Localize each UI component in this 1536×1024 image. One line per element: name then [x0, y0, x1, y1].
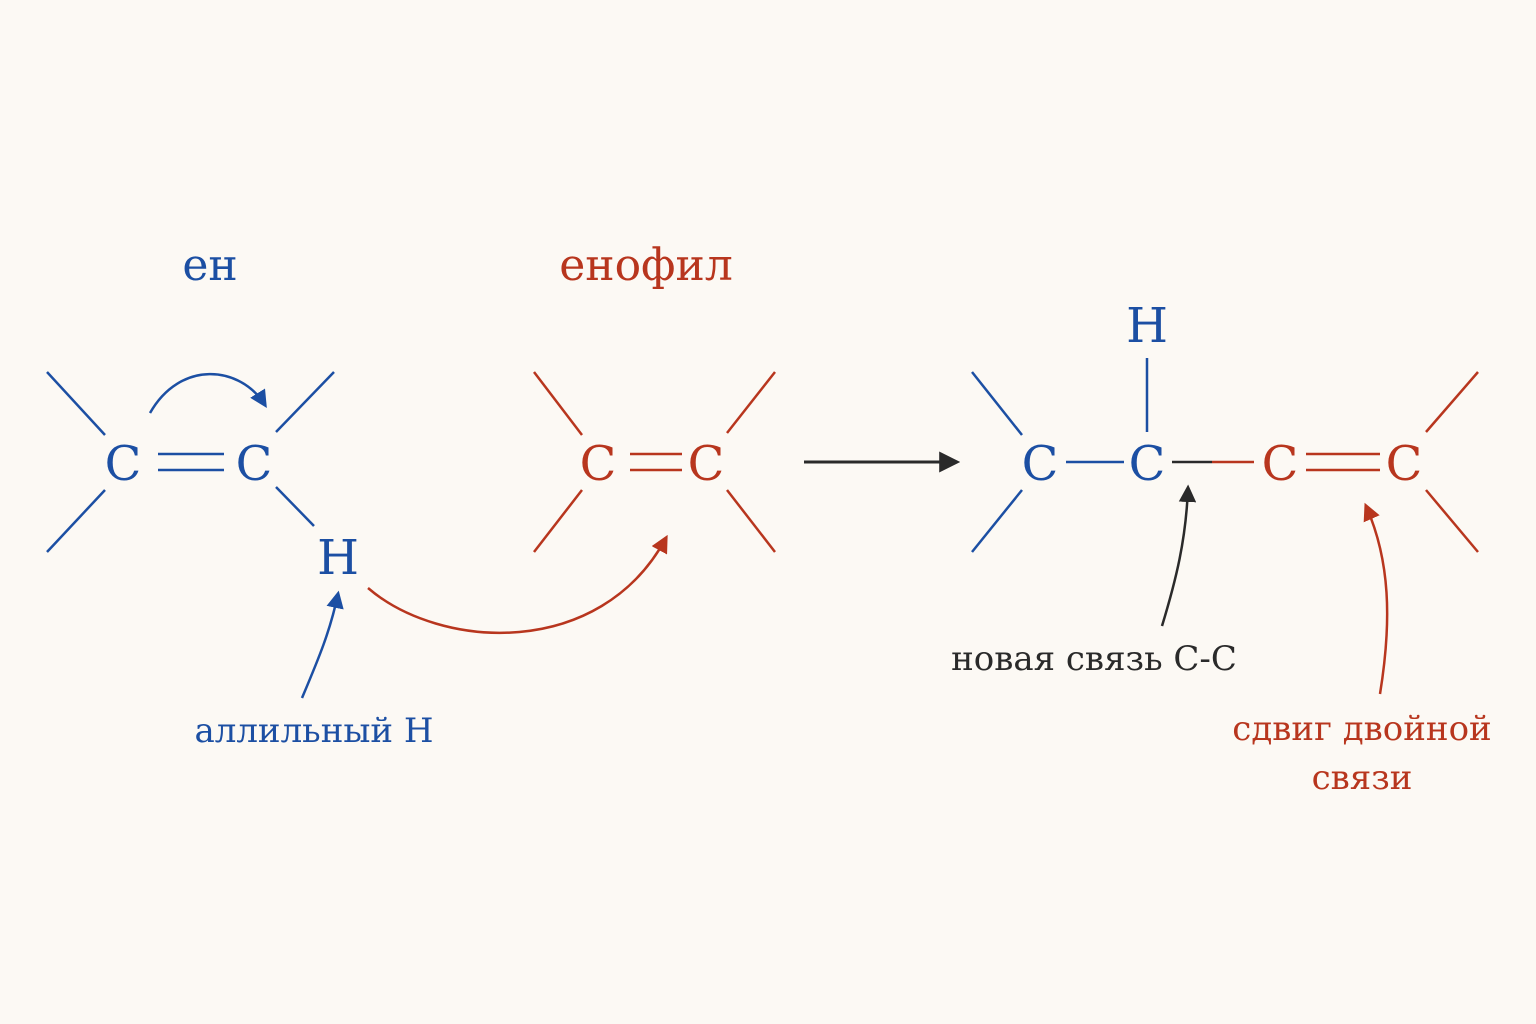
ene-atom-c1: C [105, 436, 142, 492]
ene-bond-c2-h [275, 486, 315, 527]
new-bond-pointer-arrow [1160, 484, 1197, 627]
ene-bond-c1-upper-left [46, 371, 106, 436]
product-bond-c1-lower-left [971, 489, 1023, 553]
enophile-bond-c1-lower-left [533, 489, 583, 553]
enophile-molecule [533, 371, 776, 553]
ene-curved-arrow-allylic [300, 590, 344, 699]
ene-bond-c1-lower-left [46, 489, 106, 553]
enophile-bond-c1-upper-left [533, 371, 583, 436]
product-bond-c1-upper-left [971, 371, 1023, 436]
enophile-atom-c2: C [688, 436, 725, 492]
enophile-atom-c1: C [580, 436, 617, 492]
allylic-h-label: аллильный H [194, 711, 433, 751]
double-bond-shift-pointer-arrow [1363, 502, 1389, 695]
enophile-bond-c2-upper-right [726, 371, 776, 434]
product-molecule [971, 358, 1479, 695]
product-atom-h: H [1126, 298, 1168, 354]
double-bond-shift-label-line1: сдвиг двойной [1232, 709, 1491, 749]
product-atom-c4: C [1386, 436, 1423, 492]
product-bond-c4-upper-right [1425, 371, 1479, 433]
double-bond-shift-label-line2: связи [1312, 758, 1413, 798]
product-bond-c4-lower-right [1425, 489, 1479, 553]
enophile-title: енофил [559, 240, 733, 291]
new-bond-label: новая связь C-C [951, 639, 1237, 679]
product-atom-c3: C [1262, 436, 1299, 492]
ene-atom-c2: C [236, 436, 273, 492]
h-transfer-arrow [367, 534, 668, 635]
ene-molecule [46, 371, 344, 699]
ene-atom-h: H [317, 530, 359, 586]
ene-curved-arrow-double-bond [148, 372, 267, 414]
ene-bond-c2-upper-right [275, 371, 335, 433]
product-atom-c2: C [1129, 436, 1166, 492]
product-atom-c1: C [1022, 436, 1059, 492]
enophile-bond-c2-lower-right [726, 489, 776, 553]
ene-title: ен [182, 240, 237, 291]
